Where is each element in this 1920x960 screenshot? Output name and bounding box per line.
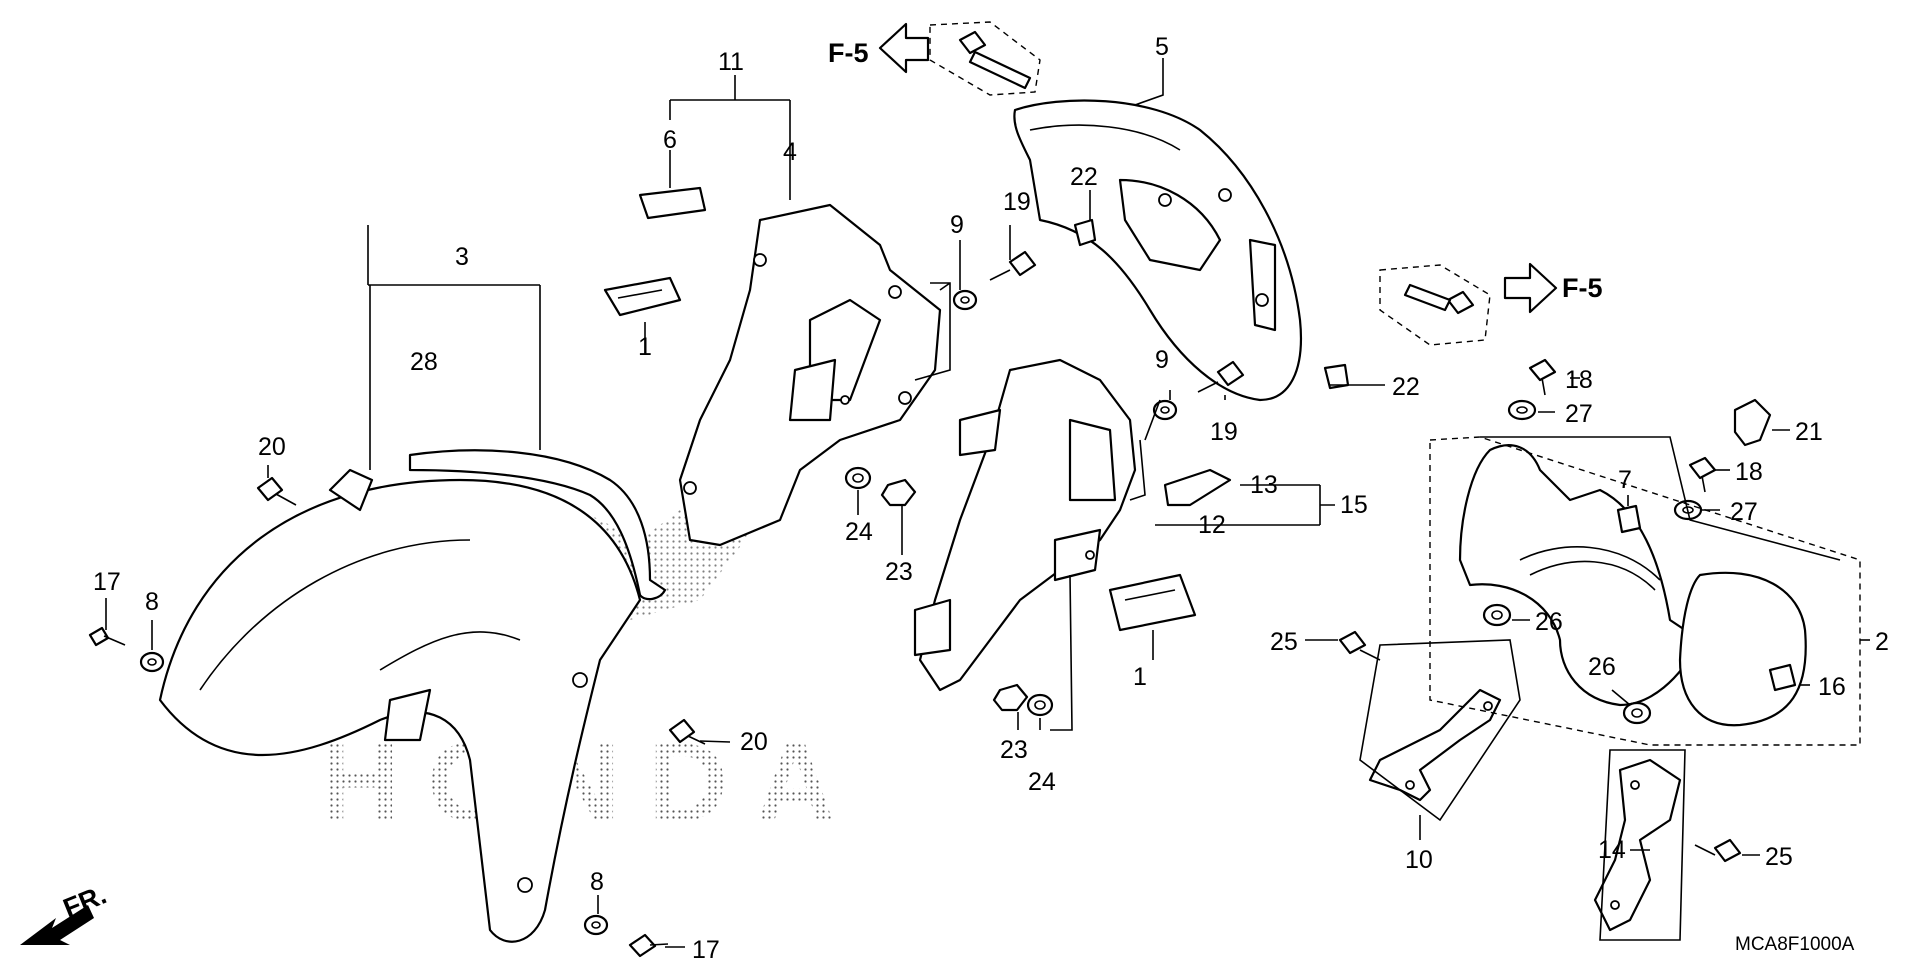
callout-26-lower: 26	[1588, 653, 1616, 681]
washer-8-lower	[583, 914, 609, 936]
washer-27-upper	[1507, 399, 1537, 421]
washer-8-upper	[139, 651, 165, 673]
cushion-7	[1616, 504, 1642, 534]
cushion-16	[1768, 663, 1797, 692]
pad-1-left	[603, 276, 682, 317]
callout-23-right: 23	[1000, 736, 1028, 764]
callout-22-lower: 22	[1392, 373, 1420, 401]
callout-1-left: 1	[638, 333, 652, 361]
callout-20-upper: 20	[258, 433, 286, 461]
callout-3: 3	[455, 243, 469, 271]
callout-16: 16	[1818, 673, 1846, 701]
assembly-box-10	[1359, 639, 1521, 822]
nut-23-left	[880, 478, 917, 507]
right-inner-cover	[913, 358, 1137, 692]
bolt-ref-upper	[958, 30, 1032, 90]
callouts: 3 28 20 17 8 20 8 17 11 6 4 1 5 22 22 9 …	[93, 33, 1889, 960]
callout-11: 11	[718, 48, 744, 76]
callout-25-lower: 25	[1765, 843, 1793, 871]
callout-8-lower: 8	[590, 868, 604, 896]
diagram-code: MCA8F1000A	[1735, 934, 1855, 955]
pad-6	[638, 186, 707, 220]
washer-9-upper	[952, 289, 978, 311]
callout-2: 2	[1875, 628, 1889, 656]
grommet-26-upper	[1482, 603, 1512, 627]
callout-9-lower: 9	[1155, 346, 1169, 374]
callout-20-lower: 20	[740, 728, 768, 756]
bolt-20-lower	[668, 718, 706, 745]
ref-box-lower	[1379, 264, 1491, 346]
callout-18-lower: 18	[1735, 458, 1763, 486]
callout-5: 5	[1155, 33, 1169, 61]
assembly-frame-2	[1480, 436, 1841, 561]
callout-6: 6	[663, 126, 677, 154]
callout-17-lower: 17	[692, 936, 720, 960]
nut-23-right	[992, 683, 1029, 712]
bolt-20-upper	[256, 476, 297, 506]
callout-23-left: 23	[885, 558, 913, 586]
clip-22-upper	[1073, 218, 1097, 247]
assembly-box-2	[1429, 436, 1861, 746]
bolt-25-upper	[1338, 630, 1381, 661]
leader-lines	[105, 58, 1870, 948]
callout-4: 4	[783, 138, 797, 166]
screw-19-upper	[989, 250, 1037, 281]
left-inner-cover	[678, 203, 942, 547]
callout-13: 13	[1250, 471, 1278, 499]
callout-10: 10	[1405, 846, 1433, 874]
washer-9-lower	[1152, 399, 1178, 421]
reference-label-upper: F-5	[828, 38, 869, 68]
callout-24-left: 24	[845, 518, 873, 546]
screw-19-lower	[1197, 360, 1245, 393]
callout-1-right: 1	[1133, 663, 1147, 691]
rear-fender	[1013, 99, 1302, 402]
nut-24-right	[1026, 693, 1054, 717]
callout-8-upper: 8	[145, 588, 159, 616]
ref-box-upper	[929, 21, 1041, 96]
front-fender	[158, 468, 642, 943]
callout-28: 28	[410, 348, 438, 376]
callout-27-upper: 27	[1565, 400, 1593, 428]
assembly-box-14	[1599, 749, 1686, 941]
callout-9-upper: 9	[950, 211, 964, 239]
grommet-26-lower	[1622, 701, 1652, 725]
front-label: FR.	[59, 879, 111, 923]
front-arrow: FR.	[20, 879, 111, 945]
callout-21: 21	[1795, 418, 1823, 446]
callout-26-upper: 26	[1535, 608, 1563, 636]
callout-22-upper: 22	[1070, 163, 1098, 191]
callout-7: 7	[1618, 466, 1632, 494]
callout-14: 14	[1598, 836, 1626, 864]
pad-1-right	[1108, 573, 1197, 632]
stay-14	[1593, 758, 1682, 932]
callout-15: 15	[1340, 491, 1368, 519]
callout-17-upper: 17	[93, 568, 121, 596]
nut-24-left	[844, 466, 872, 490]
callout-19-upper: 19	[1003, 188, 1031, 216]
bolt-18-lower	[1688, 456, 1717, 493]
callout-27-lower: 27	[1730, 498, 1758, 526]
bolt-17-lower	[628, 933, 669, 958]
stay-10	[1368, 688, 1502, 802]
reference-label-lower: F-5	[1562, 273, 1603, 303]
pad-13	[1163, 468, 1232, 507]
callout-12: 12	[1198, 511, 1226, 539]
callout-19-lower: 19	[1210, 418, 1238, 446]
reference-arrow-lower: F-5	[1503, 262, 1603, 314]
bolt-18-upper	[1528, 358, 1557, 396]
bolt-ref-lower	[1403, 283, 1475, 315]
bolt-17-upper	[88, 626, 126, 647]
reference-arrow-upper: F-5	[828, 22, 930, 74]
callout-18-upper: 18	[1565, 366, 1593, 394]
callout-24-right: 24	[1028, 768, 1056, 796]
fender-strip	[408, 449, 667, 601]
callout-25-upper: 25	[1270, 628, 1298, 656]
clip-21	[1733, 398, 1772, 447]
bolt-25-lower	[1694, 838, 1742, 863]
